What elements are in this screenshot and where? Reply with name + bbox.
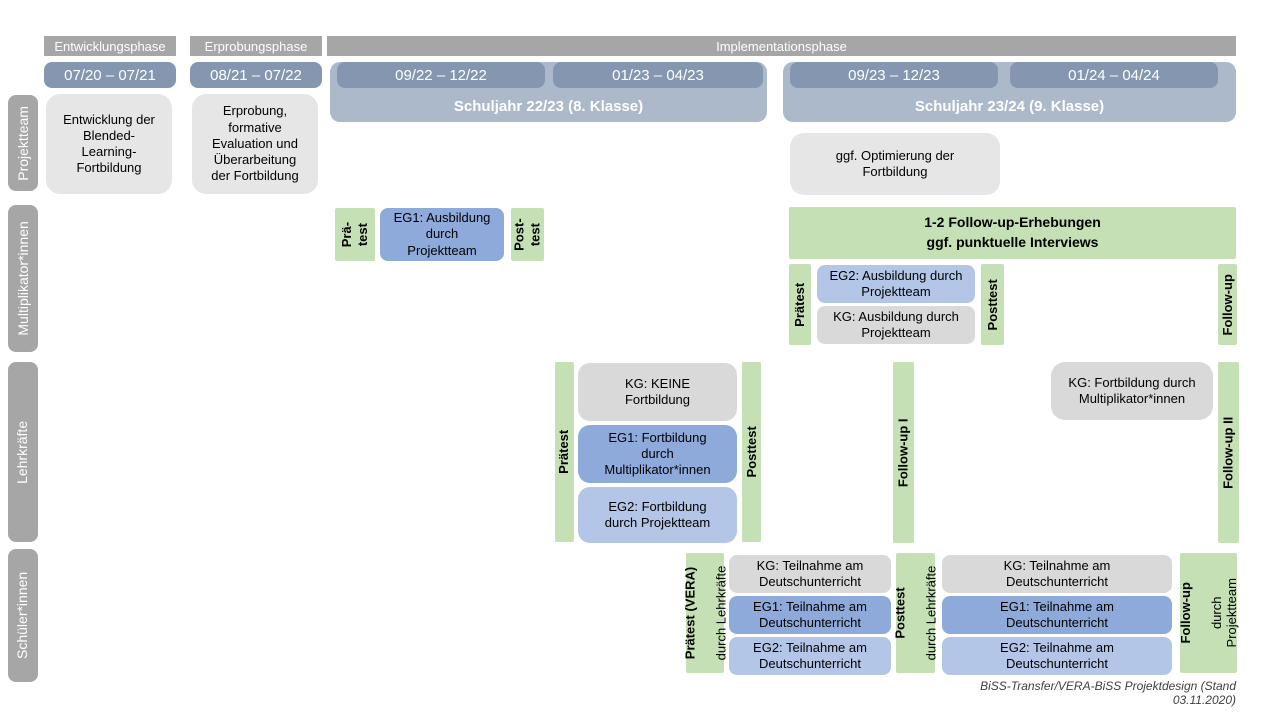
date-bar-0123-0423: 01/23 – 04/23 <box>553 62 763 88</box>
box-entwicklung-blended-learning: Entwicklung der Blended- Learning- Fortb… <box>46 94 172 194</box>
phase-header-erprobungsphase: Erprobungsphase <box>190 36 322 56</box>
date-bar-0923-1223: 09/23 – 12/23 <box>790 62 998 88</box>
vlabel-posttest-schueler: Posttest durch Lehrkräfte <box>892 553 938 673</box>
date-bar-0922-1222: 09/22 – 12/22 <box>337 62 545 88</box>
praetest-vera-label: Prätest (VERA) <box>681 566 697 660</box>
box-kg-keine-fortbildung: KG: KEINE Fortbildung <box>578 363 737 421</box>
vlabel-posttest2-multiplikatoren: Posttest <box>981 264 1004 345</box>
sidebar-row-label: Lehrkräfte <box>14 420 31 484</box>
sidebar-row-projektteam: Projektteam <box>8 95 38 191</box>
sidebar-row-multiplikatorinnen: Multiplikator*innen <box>8 205 38 352</box>
box-eg2-teilnahme-deutschunterricht-1: EG2: Teilnahme am Deutschunterricht <box>729 637 891 675</box>
praetest-vera-sublabel: durch Lehrkräfte <box>712 565 728 661</box>
phase-header-entwicklungsphase: Entwicklungsphase <box>44 36 176 56</box>
sidebar-row-label: Schüler*innen <box>14 571 31 660</box>
box-eg2-teilnahme-deutschunterricht-2: EG2: Teilnahme am Deutschunterricht <box>942 637 1172 675</box>
posttest-sublabel: durch Lehrkräfte <box>923 565 939 661</box>
box-eg1-teilnahme-deutschunterricht-2: EG1: Teilnahme am Deutschunterricht <box>942 596 1172 634</box>
followup-label: Follow-up <box>1177 582 1193 644</box>
vlabel-praetest-vera-schueler: Prätest (VERA) durch Lehrkräfte <box>682 553 728 673</box>
date-bar-0821-0722: 08/21 – 07/22 <box>190 62 322 88</box>
vlabel-praetest-multiplikatoren: Prä- test <box>335 208 375 261</box>
vlabel-posttest-lehrkraefte: Posttest <box>742 362 761 542</box>
vlabel-followup-schueler: Follow-up durch Projektteam <box>1177 553 1240 673</box>
vlabel-followup1-lehrkraefte: Follow-up I <box>893 362 914 543</box>
box-erprobung-evaluation: Erprobung, formative Evaluation und Über… <box>192 94 318 194</box>
vlabel-followup2-lehrkraefte: Follow-up II <box>1218 362 1239 543</box>
posttest-label: Posttest <box>892 587 908 639</box>
followup-sublabel: durch Projektteam <box>1208 578 1240 648</box>
box-eg2-ausbildung-projektteam: EG2: Ausbildung durch Projektteam <box>817 265 975 303</box>
box-kg-teilnahme-deutschunterricht-1: KG: Teilnahme am Deutschunterricht <box>729 555 891 593</box>
box-kg-ausbildung-projektteam: KG: Ausbildung durch Projektteam <box>817 306 975 344</box>
box-eg2-fortbildung-projektteam: EG2: Fortbildung durch Projektteam <box>578 487 737 543</box>
sidebar-row-schuelerinnen: Schüler*innen <box>8 549 38 682</box>
box-optimierung-fortbildung: ggf. Optimierung der Fortbildung <box>790 133 1000 195</box>
vlabel-praetest2-multiplikatoren: Prätest <box>789 264 811 345</box>
sidebar-row-lehrkraefte: Lehrkräfte <box>8 362 38 542</box>
box-eg1-fortbildung-multiplikatoren: EG1: Fortbildung durch Multiplikator*inn… <box>578 425 737 483</box>
box-eg1-ausbildung-projektteam: EG1: Ausbildung durch Projektteam <box>380 208 504 261</box>
vlabel-posttest-multiplikatoren: Post- test <box>511 208 544 261</box>
box-eg1-teilnahme-deutschunterricht-1: EG1: Teilnahme am Deutschunterricht <box>729 596 891 634</box>
sidebar-row-label: Projektteam <box>14 105 31 181</box>
diagram-caption: BiSS-Transfer/VERA-BiSS Projektdesign (S… <box>980 679 1236 707</box>
vlabel-praetest-lehrkraefte: Prätest <box>555 362 574 542</box>
date-bar-0124-0424: 01/24 – 04/24 <box>1010 62 1218 88</box>
banner-followup-erhebungen: 1-2 Follow-up-Erhebungen ggf. punktuelle… <box>789 207 1236 259</box>
sidebar-row-label: Multiplikator*innen <box>14 221 31 336</box>
phase-header-implementationsphase: Implementationsphase <box>327 36 1236 56</box>
date-bar-0720-0721: 07/20 – 07/21 <box>44 62 176 88</box>
box-kg-fortbildung-multiplikatoren: KG: Fortbildung durch Multiplikator*inne… <box>1051 362 1213 420</box>
box-kg-teilnahme-deutschunterricht-2: KG: Teilnahme am Deutschunterricht <box>942 555 1172 593</box>
vlabel-followup-multiplikatoren: Follow-up <box>1218 264 1237 345</box>
